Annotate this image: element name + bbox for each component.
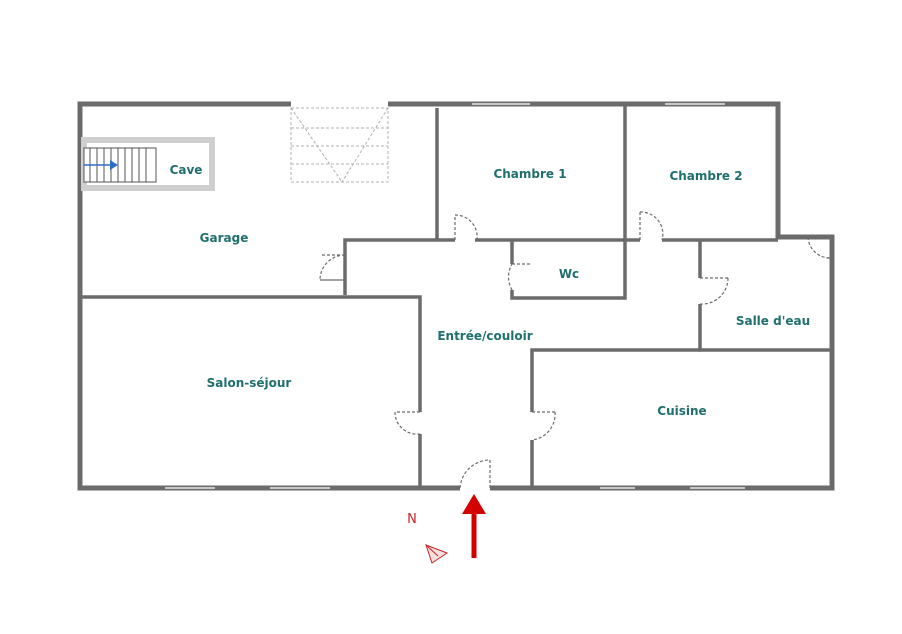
stair-opening [290, 107, 389, 183]
room-label-salon: Salon-séjour [207, 376, 292, 390]
doors [319, 211, 831, 489]
room-label-garage: Garage [200, 231, 249, 245]
room-label-salle-deau: Salle d'eau [736, 314, 810, 328]
entrance-arrow-icon [462, 494, 486, 558]
room-label-chambre-2: Chambre 2 [669, 169, 742, 183]
room-label-chambre-1: Chambre 1 [493, 167, 566, 181]
window-frames [165, 102, 745, 490]
interior-walls [80, 106, 830, 488]
compass-north-label: N [407, 512, 417, 527]
room-label-cuisine: Cuisine [657, 404, 706, 418]
room-label-entree: Entrée/couloir [437, 329, 532, 343]
room-label-wc: Wc [559, 267, 579, 281]
compass: N [407, 512, 449, 564]
cave-stairs [81, 137, 215, 191]
room-label-cave: Cave [170, 163, 203, 177]
stairs-arrow-icon [110, 160, 118, 170]
windows [165, 103, 745, 489]
